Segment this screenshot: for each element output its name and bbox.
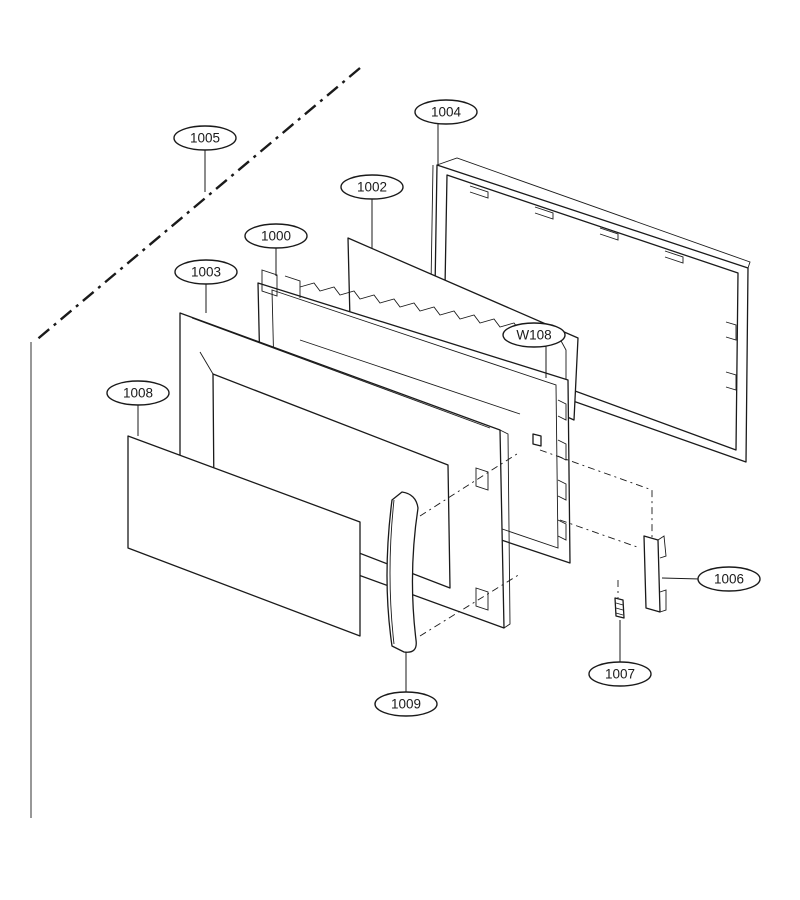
callout-label: 1006 xyxy=(714,572,744,587)
callout-1000: 1000 xyxy=(244,223,308,249)
callout-label: 1000 xyxy=(261,229,291,244)
callout-1003: 1003 xyxy=(174,259,238,285)
callout-1002: 1002 xyxy=(340,174,404,200)
front-panel-part xyxy=(127,435,361,637)
callout-1009: 1009 xyxy=(374,691,438,717)
latch-hook-part xyxy=(643,535,667,613)
callout-label: 1003 xyxy=(191,265,221,280)
assembly-lines xyxy=(419,449,653,637)
screw-part xyxy=(532,433,542,447)
callout-label: 1009 xyxy=(391,697,421,712)
leader-lines xyxy=(137,124,701,692)
handle-part xyxy=(386,491,419,653)
callout-label: 1007 xyxy=(605,667,635,682)
callout-W108: W108 xyxy=(502,322,566,348)
callout-1005: 1005 xyxy=(173,125,237,151)
door-frame-part xyxy=(429,157,751,463)
callout-label: 1004 xyxy=(431,105,462,120)
callout-1004: 1004 xyxy=(414,99,478,125)
spring-part xyxy=(614,597,625,619)
callout-1006: 1006 xyxy=(697,566,761,592)
callout-1007: 1007 xyxy=(588,661,652,687)
callout-label: 1005 xyxy=(190,131,220,146)
callout-label: W108 xyxy=(516,328,551,343)
cabinet-boundary-line xyxy=(30,67,361,818)
callout-1008: 1008 xyxy=(106,380,170,406)
callout-label: 1008 xyxy=(123,386,153,401)
callout-label: 1002 xyxy=(357,180,387,195)
